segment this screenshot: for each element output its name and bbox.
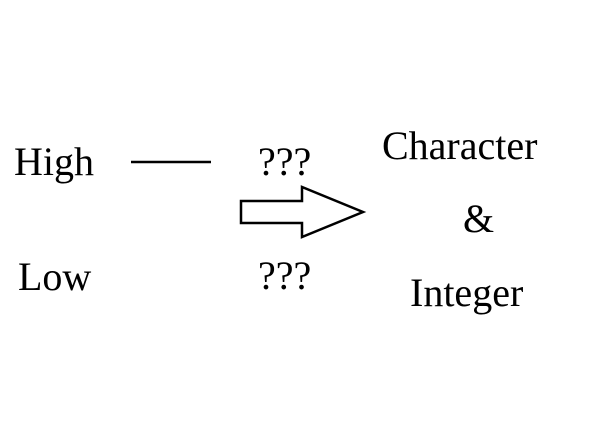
result-integer-label: Integer [410, 270, 524, 315]
unknown-top-label: ??? [258, 139, 312, 184]
result-ampersand-label: & [463, 196, 495, 241]
high-label: High [14, 139, 94, 184]
right-arrow [239, 185, 367, 239]
result-character-label: Character [382, 123, 538, 168]
low-label: Low [18, 254, 92, 299]
unknown-bottom-label: ??? [258, 253, 312, 298]
